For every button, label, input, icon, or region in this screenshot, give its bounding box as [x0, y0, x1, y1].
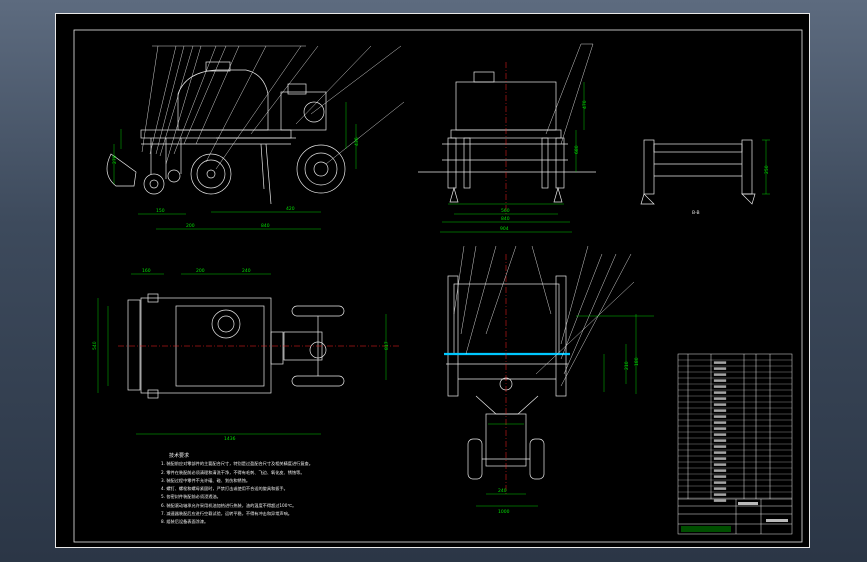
bom-cell-text [713, 493, 727, 496]
detail-view-dimensions [762, 139, 770, 195]
bom-cell-text [713, 469, 727, 472]
side-view-dimensions [113, 102, 357, 230]
dim-label: 180 [634, 357, 640, 366]
tech-requirement-line: 1. 装配前应对零部件的主要配合尺寸，特别是过盈配合尺寸及相关精度进行复查。 [161, 461, 313, 467]
bom-cell-text [713, 481, 727, 484]
dim-label: 150 [156, 208, 165, 214]
tech-requirement-line: 8. 组装后设备表面涂漆。 [161, 519, 209, 525]
bom-cell-text [713, 367, 727, 370]
bom-cell-text [713, 445, 727, 448]
bom-cell-text [713, 415, 727, 418]
front-view-dim-text: 180 210 240 1000 [498, 357, 640, 515]
rear-view [418, 71, 596, 203]
top-view-dimensions [97, 273, 387, 435]
bom-cell-text [713, 409, 727, 412]
engineering-drawing: 270 150 200 840 420 436 [73, 29, 803, 543]
bom-cell-text [713, 361, 727, 364]
bom-cell-text [713, 475, 727, 478]
bom-text-marks [681, 502, 788, 532]
dim-label: 840 [501, 216, 510, 222]
dim-label: 904 [500, 226, 509, 232]
dim-label: 210 [624, 361, 630, 370]
dim-label: 840 [261, 223, 270, 229]
front-view-callouts [453, 245, 635, 387]
front-view [446, 275, 568, 480]
dim-label: 200 [196, 268, 205, 274]
tech-requirement-line: 5. 各密封件装配前必须浸透油。 [161, 494, 221, 500]
view-tag: B-B [692, 210, 700, 216]
dim-label: 540 [92, 341, 98, 350]
dim-label: 270 [112, 155, 118, 164]
tech-requirement-line: 3. 装配过程中零件不允许磕、碰、划伤和锈蚀。 [161, 477, 251, 483]
bom-cell-text [713, 373, 727, 376]
drawing-sheet: 270 150 200 840 420 436 [55, 13, 810, 548]
side-view-callouts [141, 45, 405, 170]
bom-cell-text [713, 499, 727, 502]
technical-requirements: 技术要求 1. 装配前应对零部件的主要配合尺寸，特别是过盈配合尺寸及相关精度进行… [161, 452, 421, 527]
detail-view [640, 139, 756, 205]
dim-label: 817 [384, 341, 390, 350]
inner-frame [73, 29, 803, 543]
bom-cell-text [713, 421, 727, 424]
rear-view-dimensions [440, 82, 585, 233]
tech-requirement-line: 2. 零件在装配前必须清理和清洗干净，不得有毛刺、飞边、氧化皮、锈蚀等。 [161, 469, 305, 475]
dim-label: 240 [498, 488, 507, 494]
top-view-dim-text: 160 200 240 540 1436 817 [92, 268, 390, 442]
bom-cell-text [713, 391, 727, 394]
dim-label: 250 [764, 165, 770, 174]
dim-label: 160 [142, 268, 151, 274]
dim-label: 240 [242, 268, 251, 274]
dim-label: 436 [354, 137, 360, 146]
bom-cell-text [713, 451, 727, 454]
side-view [106, 61, 346, 205]
bom-cell-text [713, 439, 727, 442]
bom-cell-text [713, 397, 727, 400]
tech-requirement-line: 6. 装配滚动轴承允许采用机油加热进行热装，油的温度不得超过100℃。 [161, 502, 297, 508]
bom-rows [678, 359, 792, 502]
tech-requirements-title: 技术要求 [169, 453, 190, 459]
bom-cell-text [713, 379, 727, 382]
rear-view-callouts [545, 43, 594, 145]
bom-cell-text [713, 433, 727, 436]
dim-label: 560 [501, 208, 510, 214]
bom-cell-text [713, 487, 727, 490]
bom-cell-text [713, 463, 727, 466]
dim-label: 420 [286, 206, 295, 212]
dim-label: 200 [186, 223, 195, 229]
dim-label: 680 [574, 145, 580, 154]
side-view-dim-text: 270 150 200 840 420 436 [112, 137, 360, 229]
dim-label: 1000 [498, 509, 510, 515]
bom-cell-text [713, 403, 727, 406]
bom-cell-text [713, 385, 727, 388]
dim-label: 470 [582, 100, 588, 109]
detail-view-dim-text: 250 B-B [692, 165, 770, 216]
tech-requirement-line: 4. 螺钉、螺栓和螺母紧固时，严禁打击或使用不合适的旋具和扳手。 [161, 486, 288, 492]
tech-requirement-line: 7. 减速器装配后应进行空载试验，运转平稳，不得有冲击和异常声响。 [161, 511, 292, 517]
front-view-dimensions [476, 314, 654, 507]
rear-view-dim-text: 470 680 560 840 904 [500, 100, 588, 232]
dim-label: 1436 [224, 436, 236, 442]
bom-cell-text [713, 427, 727, 430]
bom-cell-text [713, 457, 727, 460]
